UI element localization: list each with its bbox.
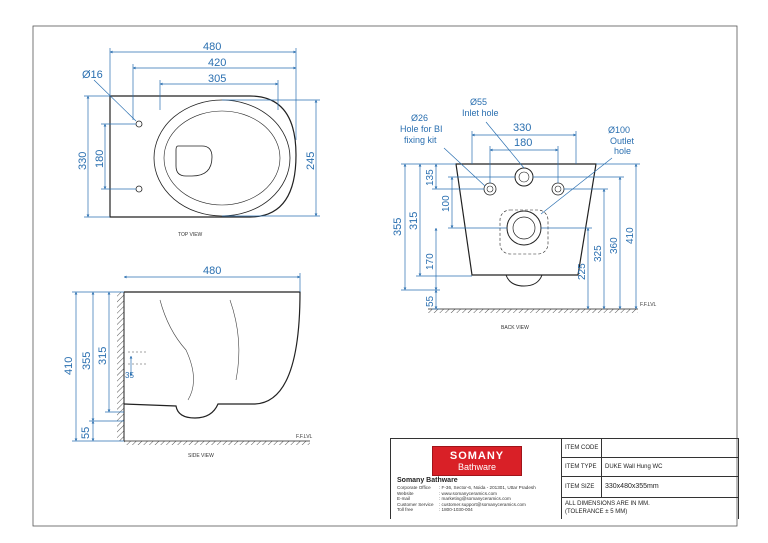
item-size-label: ITEM SIZE (565, 484, 595, 490)
back-view-floor-hatch (428, 309, 638, 313)
item-code-row: ITEM CODE (562, 439, 738, 458)
side-view-wall-hatch (117, 292, 124, 441)
top-view-fix-hole-2 (135, 185, 143, 193)
company-info: Corporate Office: F-36, Sector-6, Noida … (397, 485, 536, 513)
label-top-view: TOP VIEW (178, 232, 203, 238)
item-size-value: 330x480x355mm (601, 477, 659, 497)
top-view-fix-hole-1 (135, 120, 143, 128)
dim-back-325: 325 (593, 245, 604, 262)
back-view-outline (455, 163, 597, 276)
label-side-ffl: F.F.LVL (296, 434, 313, 440)
dim-back-170: 170 (425, 253, 436, 270)
label-bi-hole: Hole for BI (400, 124, 443, 134)
label-fixing-kit: fixing kit (404, 135, 437, 145)
logo-sub-text: Bathware (457, 462, 497, 472)
side-view-floor-hatch (124, 441, 310, 445)
item-type-value: DUKE Wall Hung WC (601, 458, 662, 476)
side-view (117, 291, 310, 445)
info-row: Toll free: 1800-1030-004 (397, 507, 473, 513)
label-inlet-hole: Inlet hole (462, 108, 499, 118)
dim-side-55: 55 (80, 427, 92, 439)
dim-back-360: 360 (609, 237, 620, 254)
dim-back-180: 180 (514, 137, 532, 149)
note-line-1: ALL DIMENSIONS ARE IN MM. (565, 501, 650, 507)
dim-back-55h: 55 (425, 295, 436, 307)
dim-side-35: 35 (125, 371, 134, 380)
info-row: Customer Service: customer.support@soman… (397, 501, 526, 507)
dim-back-135: 135 (425, 169, 436, 186)
item-type-row: ITEM TYPE DUKE Wall Hung WC (562, 458, 738, 477)
dim-back-100: Ø100 (608, 125, 630, 135)
dim-top-245: 245 (305, 152, 317, 170)
back-view (428, 163, 638, 313)
drawing-border (32, 25, 738, 527)
item-code-value (601, 439, 605, 457)
side-view-outline (123, 291, 301, 419)
dim-back-355: 355 (392, 218, 404, 236)
back-view-inlet-hole (514, 167, 534, 187)
label-outlet-hole: hole (614, 146, 631, 156)
top-view (109, 95, 297, 218)
dimension-note: ALL DIMENSIONS ARE IN MM. (TOLERANCE ± 5… (565, 500, 650, 516)
back-view-dims (401, 121, 640, 310)
dim-top-305: 305 (208, 73, 226, 85)
note-line-2: (TOLERANCE ± 5 MM) (565, 509, 628, 515)
info-row: Corporate Office: F-36, Sector-6, Noida … (397, 485, 536, 490)
title-block-company: SOMANY Bathware Somany Bathware Corporat… (390, 438, 562, 519)
company-name: Somany Bathware (397, 477, 458, 484)
dim-side-480: 480 (203, 265, 221, 277)
dim-top-hole-16: Ø16 (82, 69, 103, 81)
dim-top-330: 330 (77, 152, 89, 170)
label-back-view: BACK VIEW (501, 325, 529, 331)
label-outlet: Outlet (610, 136, 635, 146)
top-view-bowl (163, 110, 281, 206)
back-view-outlet-hole (506, 210, 542, 246)
dim-back-26: Ø26 (411, 113, 428, 123)
top-view-flush-hole (175, 145, 213, 177)
top-view-dims (84, 48, 320, 218)
somany-logo: SOMANY Bathware (432, 446, 522, 476)
side-view-dims (72, 273, 301, 442)
back-view-fix-hole-left (483, 182, 497, 196)
item-size-row: ITEM SIZE 330x480x355mm (562, 477, 738, 498)
dim-side-410: 410 (63, 357, 75, 375)
info-row: E-mail: marketing@somanyceramics.com (397, 496, 511, 502)
dim-back-410: 410 (625, 227, 636, 244)
title-block: SOMANY Bathware Somany Bathware Corporat… (390, 438, 739, 519)
dim-back-330: 330 (513, 122, 531, 134)
title-block-item-table: ITEM CODE ITEM TYPE DUKE Wall Hung WC IT… (561, 438, 739, 519)
item-code-label: ITEM CODE (565, 445, 599, 451)
dim-top-480: 480 (203, 41, 221, 53)
dim-back-100: 100 (441, 195, 452, 212)
dim-side-355: 355 (81, 352, 93, 370)
label-side-view: SIDE VIEW (188, 453, 214, 459)
dim-side-315: 315 (97, 347, 109, 365)
info-row: Website: www.somanyceramics.com (397, 490, 497, 496)
top-view-rim (153, 99, 291, 217)
item-type-label: ITEM TYPE (565, 464, 597, 470)
top-view-outline (109, 95, 297, 218)
back-view-fix-hole-right (551, 182, 565, 196)
logo-main-text: SOMANY (449, 450, 505, 462)
dim-back-225: 225 (577, 263, 588, 280)
label-back-ffl: F.F.LVL (640, 302, 657, 308)
dim-top-180: 180 (94, 150, 106, 168)
dim-top-420: 420 (208, 57, 226, 69)
dim-back-315: 315 (408, 212, 420, 230)
dim-back-55: Ø55 (470, 97, 487, 107)
